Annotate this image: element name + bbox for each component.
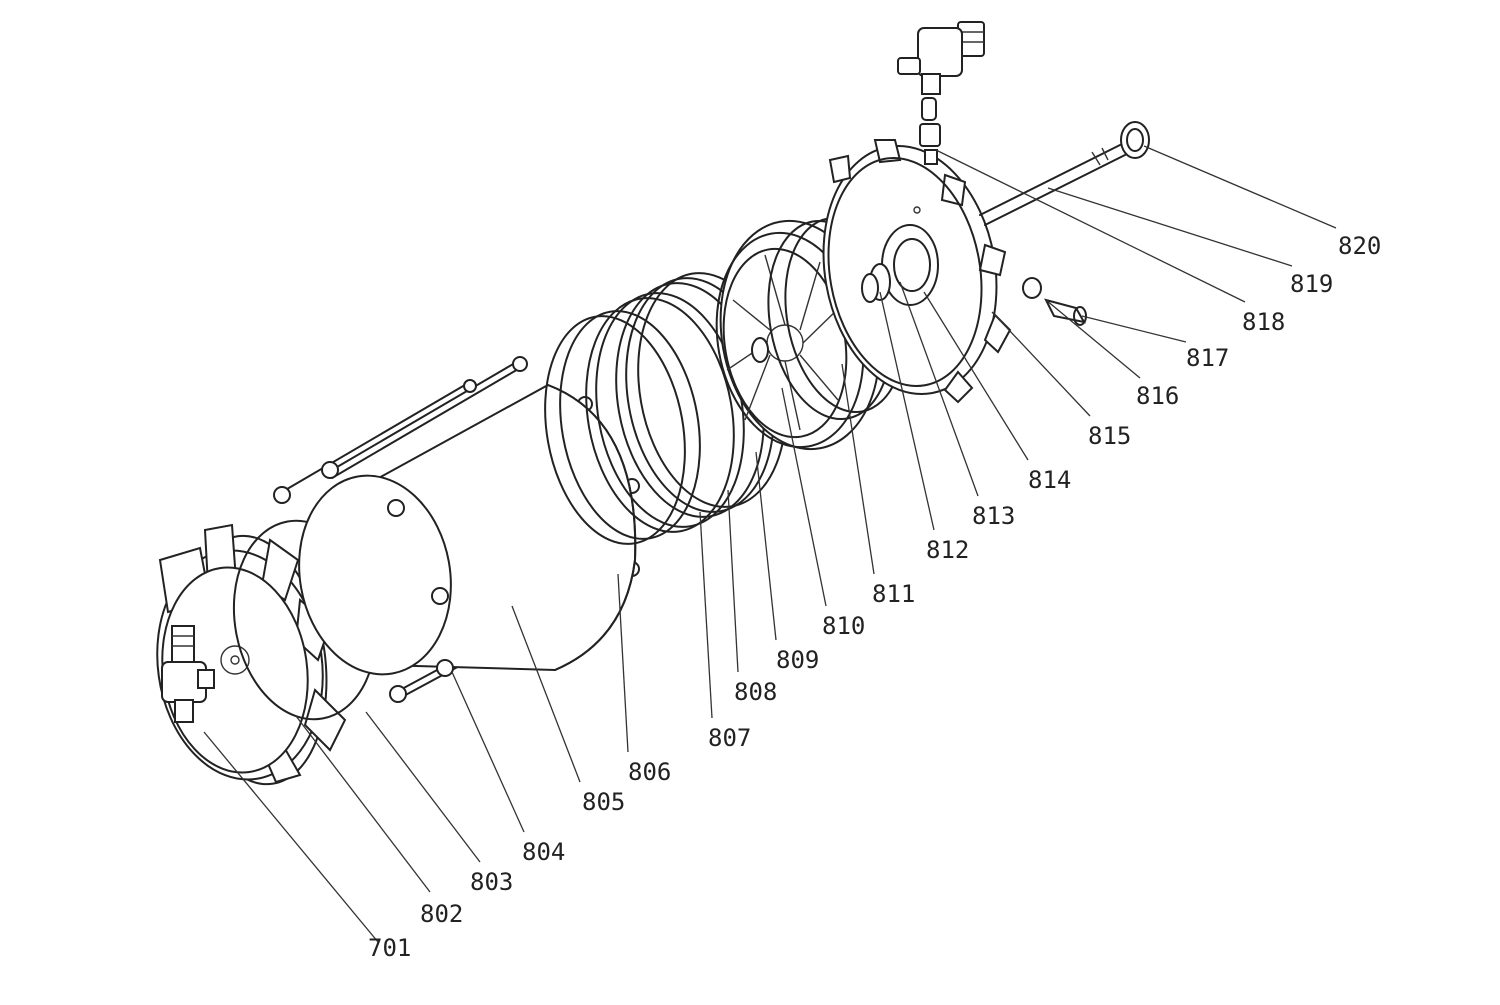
piston-rod (979, 144, 1126, 226)
callout-811: 811 (872, 580, 915, 608)
callout-806: 806 (628, 758, 671, 786)
callout-819: 819 (1290, 270, 1333, 298)
shaft-bushings (751, 263, 891, 363)
right-end-plate (822, 139, 1012, 404)
callout-labels: 701 802 803 804 805 806 807 808 809 810 … (368, 232, 1381, 962)
top-fitting-assembly (897, 21, 985, 165)
callout-805: 805 (582, 788, 625, 816)
callout-815: 815 (1088, 422, 1131, 450)
leader-lines (203, 145, 1337, 943)
callout-818: 818 (1242, 308, 1285, 336)
callout-804: 804 (522, 838, 565, 866)
callout-807: 807 (708, 724, 751, 752)
callout-809: 809 (776, 646, 819, 674)
callout-817: 817 (1186, 344, 1229, 372)
callout-814: 814 (1028, 466, 1071, 494)
callout-820: 820 (1338, 232, 1381, 260)
side-fitting (1022, 277, 1087, 326)
callout-816: 816 (1136, 382, 1179, 410)
left-cap-fitting (161, 625, 215, 723)
cylinder-body (298, 383, 637, 676)
callout-701: 701 (368, 934, 411, 962)
nuts (273, 461, 454, 703)
callout-802: 802 (420, 900, 463, 928)
callout-810: 810 (822, 612, 865, 640)
callout-803: 803 (470, 868, 513, 896)
callout-813: 813 (972, 502, 1015, 530)
callout-808: 808 (734, 678, 777, 706)
rod-end-nut (1120, 121, 1150, 159)
callout-812: 812 (926, 536, 969, 564)
